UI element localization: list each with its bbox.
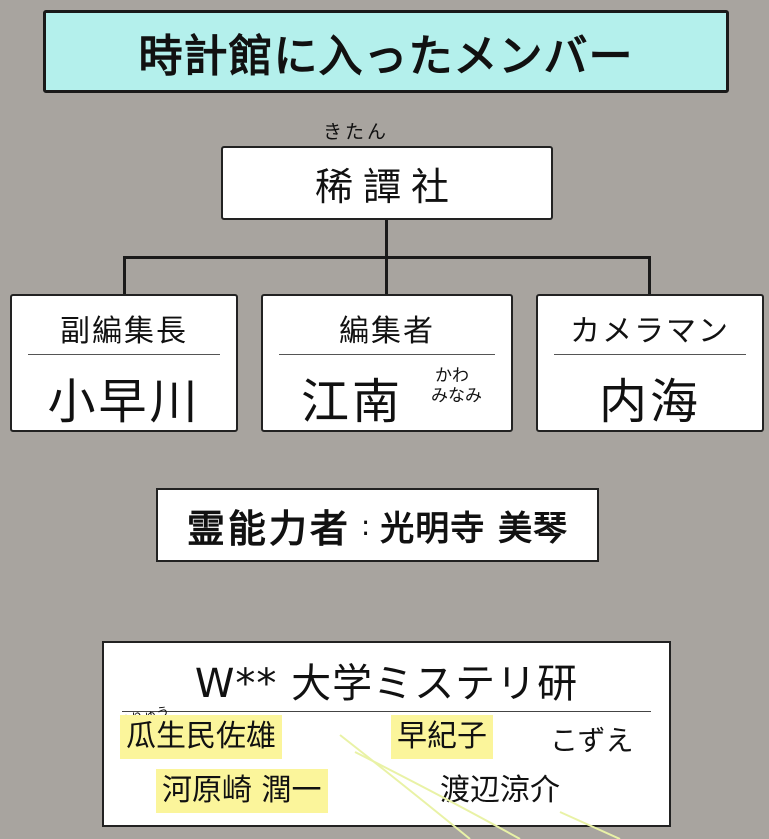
connector-left [123, 256, 126, 294]
club-member-sakiko: 早紀子 [391, 715, 493, 759]
psychic-box: 霊能力者 : 光明寺 美琴 [156, 488, 599, 562]
diagram-title-box: 時計館に入ったメンバー [43, 10, 729, 93]
member-name: 内海 [598, 374, 701, 430]
member-ruby: かわ みなみ [431, 366, 482, 406]
pen-stroke [559, 811, 621, 839]
member-divider [279, 354, 495, 355]
member-ruby-top: かわ [435, 366, 469, 386]
company-box: 稀譚社 [221, 146, 553, 220]
club-title: W** 大学ミステリ研 [194, 661, 579, 707]
company-ruby: きたん [323, 121, 390, 143]
company-name: 稀譚社 [314, 164, 459, 209]
club-member-kawarazaki: 河原崎 潤一 [156, 769, 328, 813]
connector-right [648, 256, 651, 294]
member-ruby-bottom: みなみ [431, 386, 482, 406]
member-box-cameraman: カメラマン 内海 [536, 294, 764, 432]
club-box: W** 大学ミステリ研 うりゅう 瓜生民佐雄 早紀子 こずえ 河原崎 潤一 渡辺… [102, 641, 671, 827]
member-role: 副編集長 [60, 314, 188, 349]
club-member-kozue: こずえ [550, 724, 634, 757]
member-name: 小早川 [47, 374, 201, 430]
connector-horizontal [123, 256, 651, 259]
diagram-title: 時計館に入ったメンバー [138, 30, 634, 82]
member-name-text: 江南 [300, 374, 403, 430]
psychic-separator: : [360, 508, 371, 542]
member-role: カメラマン [570, 314, 730, 349]
member-name: 江南 [263, 362, 511, 432]
member-divider [554, 354, 746, 355]
club-member-uryu: 瓜生民佐雄 [120, 715, 282, 759]
member-box-deputy-editor: 副編集長 小早川 [10, 294, 238, 432]
club-divider [122, 711, 651, 712]
member-role: 編集者 [339, 314, 435, 349]
psychic-name: 光明寺 美琴 [380, 508, 569, 549]
psychic-role: 霊能力者 [186, 506, 351, 551]
pen-stroke [339, 734, 471, 839]
member-divider [28, 354, 220, 355]
member-box-editor: 編集者 江南 かわ みなみ [261, 294, 513, 432]
club-member-watanabe: 渡辺涼介 [440, 773, 560, 808]
pen-stroke [354, 751, 521, 839]
